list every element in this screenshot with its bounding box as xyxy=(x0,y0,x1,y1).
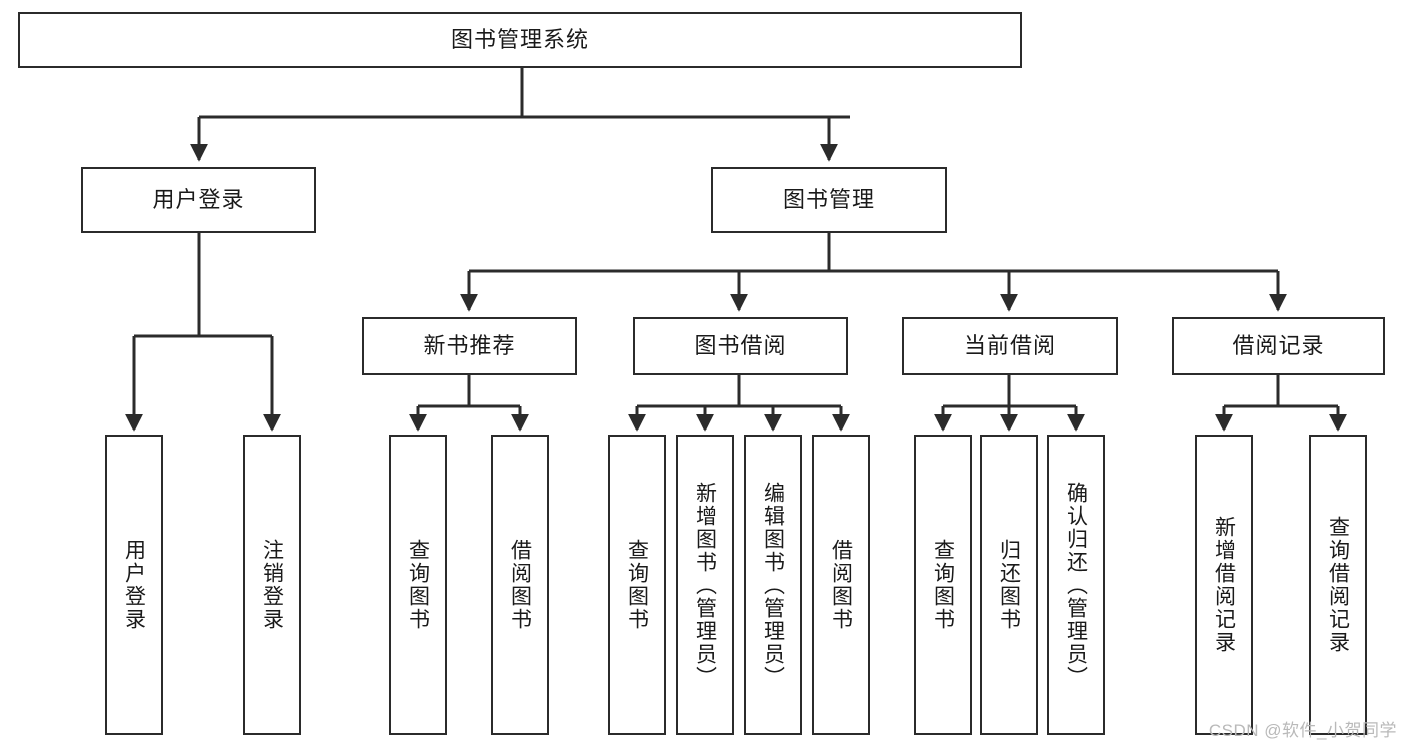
leaf-book-borrow-borrow[interactable]: 借阅图书 xyxy=(812,435,870,735)
leaf-current-borrow-query[interactable]: 查询图书 xyxy=(914,435,972,735)
leaf-label: 查询图书 xyxy=(931,539,955,631)
node-borrow-records[interactable]: 借阅记录 xyxy=(1172,317,1385,375)
leaf-label: 编辑图书（管理员） xyxy=(761,481,785,689)
leaf-label: 查询图书 xyxy=(625,539,649,631)
node-root-label: 图书管理系统 xyxy=(450,27,589,53)
node-borrow-records-label: 借阅记录 xyxy=(1232,333,1325,359)
leaf-label: 借阅图书 xyxy=(508,539,532,631)
node-user-login[interactable]: 用户登录 xyxy=(81,167,316,233)
leaf-current-borrow-confirm[interactable]: 确认归还（管理员） xyxy=(1047,435,1105,735)
leaf-book-borrow-add[interactable]: 新增图书（管理员） xyxy=(676,435,734,735)
node-root[interactable]: 图书管理系统 xyxy=(18,12,1022,68)
node-book-borrow-label: 图书借阅 xyxy=(694,333,787,359)
node-new-book-recommend[interactable]: 新书推荐 xyxy=(362,317,577,375)
leaf-label: 确认归还（管理员） xyxy=(1064,481,1088,689)
leaf-new-books-query[interactable]: 查询图书 xyxy=(389,435,447,735)
leaf-label: 借阅图书 xyxy=(829,539,853,631)
node-book-borrow[interactable]: 图书借阅 xyxy=(633,317,848,375)
leaf-book-borrow-edit[interactable]: 编辑图书（管理员） xyxy=(744,435,802,735)
node-book-management[interactable]: 图书管理 xyxy=(711,167,947,233)
leaf-user-login-logout[interactable]: 注销登录 xyxy=(243,435,301,735)
leaf-label: 新增借阅记录 xyxy=(1212,516,1236,654)
node-user-login-label: 用户登录 xyxy=(152,187,245,213)
node-current-borrow[interactable]: 当前借阅 xyxy=(902,317,1118,375)
leaf-current-borrow-return[interactable]: 归还图书 xyxy=(980,435,1038,735)
leaf-user-login-login[interactable]: 用户登录 xyxy=(105,435,163,735)
leaf-label: 用户登录 xyxy=(122,539,146,631)
leaf-label: 归还图书 xyxy=(997,539,1021,631)
leaf-new-books-borrow[interactable]: 借阅图书 xyxy=(491,435,549,735)
node-book-management-label: 图书管理 xyxy=(782,187,875,213)
node-new-book-recommend-label: 新书推荐 xyxy=(423,333,516,359)
leaf-label: 查询借阅记录 xyxy=(1326,516,1350,654)
watermark: CSDN @软件_小贺同学 xyxy=(1208,721,1397,740)
leaf-book-borrow-query[interactable]: 查询图书 xyxy=(608,435,666,735)
leaf-label: 查询图书 xyxy=(406,539,430,631)
leaf-label: 新增图书（管理员） xyxy=(693,481,717,689)
leaf-label: 注销登录 xyxy=(260,539,284,631)
node-current-borrow-label: 当前借阅 xyxy=(963,333,1056,359)
leaf-borrow-records-query[interactable]: 查询借阅记录 xyxy=(1309,435,1367,735)
leaf-borrow-records-add[interactable]: 新增借阅记录 xyxy=(1195,435,1253,735)
